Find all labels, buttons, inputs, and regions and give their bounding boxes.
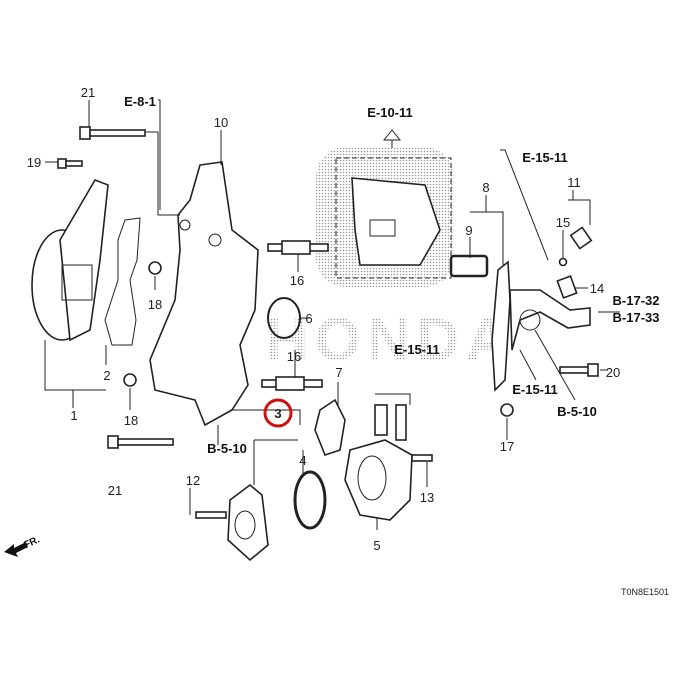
thermostat-housing-part-5: [344, 404, 433, 521]
part-number-7[interactable]: 7: [335, 365, 342, 380]
part-number-8[interactable]: 8: [482, 180, 489, 195]
gasket-part-9: [449, 254, 489, 278]
part-number-11[interactable]: 11: [567, 175, 581, 190]
part-number-14[interactable]: 14: [590, 281, 604, 296]
nut-part-17: [500, 403, 514, 417]
diagram-code: T0N8E1501: [621, 587, 669, 597]
front-label: FR.: [22, 534, 41, 551]
ref-b-17-32[interactable]: B-17-32: [613, 293, 660, 308]
bolt-part-20: [559, 363, 599, 377]
ref-b-5-10-left[interactable]: B-5-10: [207, 441, 247, 456]
nut-part-18-bottom: [123, 373, 137, 387]
bolt-part-21-top: [79, 126, 146, 140]
ref-e-15-11-middle[interactable]: E-15-11: [394, 342, 440, 357]
gasket-part-7: [314, 398, 346, 456]
ref-e-8-1[interactable]: E-8-1: [124, 94, 156, 109]
bolt-part-21-bottom: [107, 435, 174, 449]
part-number-16-bottom[interactable]: 16: [287, 349, 301, 364]
bolt-part-19: [57, 158, 83, 169]
plug-part-14: [556, 275, 578, 299]
part-number-13[interactable]: 13: [420, 490, 434, 505]
part-number-3[interactable]: 3: [274, 406, 281, 421]
stud-part-16-top: [267, 240, 329, 255]
part-number-12[interactable]: 12: [186, 473, 200, 488]
stud-part-16-bottom: [261, 376, 323, 391]
washer-part-15: [558, 257, 568, 267]
leader-lines: [44, 99, 620, 530]
ref-e-15-11-right[interactable]: E-15-11: [512, 382, 558, 397]
part-number-15[interactable]: 15: [556, 215, 570, 230]
water-outlet-part-8: [491, 260, 591, 392]
part-number-10[interactable]: 10: [214, 115, 228, 130]
water-pump-part-1: [31, 179, 109, 342]
nut-part-18-top: [148, 261, 162, 275]
part-number-2[interactable]: 2: [103, 368, 110, 383]
part-number-21-top[interactable]: 21: [81, 85, 95, 100]
part-number-1[interactable]: 1: [70, 408, 77, 423]
intake-manifold-part: [335, 129, 452, 279]
ref-b-17-33[interactable]: B-17-33: [613, 310, 660, 325]
ref-e-15-11-top[interactable]: E-15-11: [522, 150, 568, 165]
gasket-part-2: [104, 217, 141, 346]
ref-e-10-11[interactable]: E-10-11: [367, 105, 413, 120]
thermostat-part-3: [195, 483, 269, 562]
part-number-16-top[interactable]: 16: [290, 273, 304, 288]
part-number-9[interactable]: 9: [465, 223, 472, 238]
part-number-6[interactable]: 6: [305, 311, 312, 326]
part-number-18-top[interactable]: 18: [148, 297, 162, 312]
part-number-4[interactable]: 4: [299, 453, 306, 468]
front-arrow-icon: [4, 542, 28, 557]
highlight-circle: [263, 398, 293, 428]
part-number-5[interactable]: 5: [373, 538, 380, 553]
part-number-20[interactable]: 20: [606, 365, 620, 380]
part-number-18-bottom[interactable]: 18: [124, 413, 138, 428]
ref-b-5-10-right[interactable]: B-5-10: [557, 404, 597, 419]
sensor-part-11: [569, 226, 593, 250]
honda-watermark: HONDA: [265, 306, 515, 373]
bracket-part-10: [149, 161, 259, 427]
part-number-21-bottom[interactable]: 21: [108, 483, 122, 498]
seal-part-4: [293, 470, 327, 530]
part-number-17[interactable]: 17: [500, 439, 514, 454]
part-number-19[interactable]: 19: [27, 155, 41, 170]
